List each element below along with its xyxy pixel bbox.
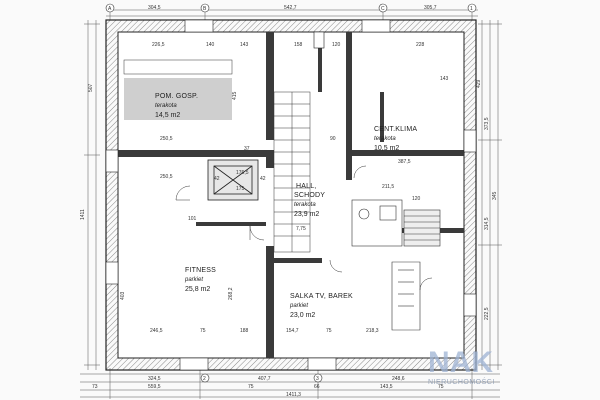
room-name-cent-klima: CENT.KLIMA bbox=[374, 126, 417, 133]
dim-misc: 175 bbox=[236, 186, 245, 192]
right-dimension-lines bbox=[478, 20, 502, 370]
room-area-cent-klima: 10,5 m2 bbox=[374, 145, 399, 152]
bottom-dimension-lines bbox=[80, 368, 500, 399]
room-name-schody: SCHODY bbox=[294, 192, 325, 199]
room-floor-fitness: parkiet bbox=[184, 277, 203, 283]
watermark-brand: NAK bbox=[428, 346, 493, 379]
dim-top-inner: 226,5 bbox=[152, 42, 165, 48]
dim-right: 373,5 bbox=[484, 117, 490, 130]
dim-misc: 211,5 bbox=[382, 184, 394, 190]
dim-misc: 250,5 bbox=[160, 136, 173, 142]
dim-top-outer: 304,5 bbox=[148, 5, 161, 11]
dim-bottom-outer-2: 73 bbox=[92, 384, 98, 390]
dim-bottom-outer-2: 66 bbox=[314, 384, 320, 390]
bathroom-fixtures bbox=[351, 199, 441, 247]
dim-bottom-outer-2: 75 bbox=[438, 384, 444, 390]
dim-bottom-inner: 75 bbox=[326, 328, 332, 334]
dim-bottom-outer: 407,7 bbox=[258, 376, 271, 382]
room-area-hall: 23,9 m2 bbox=[294, 211, 319, 218]
stairs bbox=[273, 91, 311, 253]
room-floor-hall: terakota bbox=[294, 202, 316, 208]
watermark-tagline: NIERUCHOMOŚCI bbox=[428, 377, 495, 386]
counter bbox=[123, 59, 233, 75]
dim-top-inner: 228 bbox=[416, 42, 425, 48]
dim-misc: 415 bbox=[232, 91, 238, 100]
dim-bottom-inner: 154,7 bbox=[286, 328, 299, 334]
dim-bottom-outer-2: 75 bbox=[248, 384, 254, 390]
dim-bottom-outer-2: 559,5 bbox=[148, 384, 161, 390]
grid-marker-label: C bbox=[381, 6, 385, 12]
dim-misc: 268,2 bbox=[228, 287, 234, 300]
door-swings bbox=[175, 165, 433, 291]
dim-bottom-inner: 246,5 bbox=[150, 328, 163, 334]
dim-left: 507 bbox=[88, 83, 94, 92]
shaded-area bbox=[124, 78, 232, 120]
dim-right: 314,5 bbox=[484, 217, 490, 230]
dim-top-inner: 140 bbox=[206, 42, 215, 48]
grid-markers bbox=[105, 3, 477, 383]
dim-right: 222,5 bbox=[484, 307, 490, 320]
grid-marker-label: B bbox=[203, 6, 207, 12]
grid-marker-label: 1 bbox=[470, 6, 473, 12]
dim-left: 1411 bbox=[80, 209, 86, 220]
dim-bottom-inner: 188 bbox=[240, 328, 249, 334]
dim-misc: 387,5 bbox=[398, 159, 411, 165]
room-floor-salka-tv: parkiet bbox=[289, 303, 308, 309]
bar-counter bbox=[391, 261, 421, 331]
dim-top-outer: 305,7 bbox=[424, 5, 437, 11]
dim-bottom-outer: 248,6 bbox=[392, 376, 405, 382]
dim-misc: 120 bbox=[412, 196, 421, 202]
dim-bottom-inner: 75 bbox=[200, 328, 206, 334]
room-area-salka-tv: 23,0 m2 bbox=[290, 312, 315, 319]
watermark-logo: NAK NIERUCHOMOŚCI bbox=[428, 346, 495, 386]
dim-misc: 42 bbox=[260, 176, 266, 182]
room-name-fitness: FITNESS bbox=[185, 267, 216, 274]
room-name-salka-tv: SALKA TV, BAREK bbox=[290, 293, 353, 300]
shaft bbox=[207, 159, 259, 201]
grid-marker-label: 2 bbox=[203, 376, 206, 382]
dim-right: 429 bbox=[476, 79, 482, 88]
room-name-hall: HALL, bbox=[296, 183, 316, 190]
grid-marker-label: 3 bbox=[316, 376, 319, 382]
windows bbox=[105, 19, 477, 371]
dim-top-inner: 143 bbox=[440, 76, 449, 82]
room-floor-pom-gosp: terakota bbox=[155, 103, 177, 109]
dim-top-inner: 158 bbox=[294, 42, 303, 48]
grid-marker-label: A bbox=[108, 6, 112, 12]
room-area-pom-gosp: 14,5 m2 bbox=[155, 112, 180, 119]
dim-misc: 7,75 bbox=[296, 226, 306, 232]
dim-top-inner: 143 bbox=[240, 42, 249, 48]
dim-top-inner: 120 bbox=[332, 42, 341, 48]
dim-misc: 403 bbox=[120, 291, 126, 300]
dim-misc: 250,5 bbox=[160, 174, 173, 180]
dim-top-outer: 542,7 bbox=[284, 5, 297, 11]
dim-bottom-inner: 218,3 bbox=[366, 328, 379, 334]
dim-bottom-outer-2: 143,5 bbox=[380, 384, 393, 390]
dim-bottom-outer: 324,5 bbox=[148, 376, 161, 382]
dim-misc: 101 bbox=[188, 216, 197, 222]
dim-misc: 37 bbox=[244, 146, 250, 152]
dim-right: 345 bbox=[492, 191, 498, 200]
room-name-pom-gosp: POM. GOSP. bbox=[155, 93, 198, 100]
dim-misc: 42 bbox=[214, 176, 220, 182]
dim-misc: 90 bbox=[330, 136, 336, 142]
room-area-fitness: 25,8 m2 bbox=[185, 286, 210, 293]
dim-misc: 176,5 bbox=[236, 170, 249, 176]
room-floor-cent-klima: terakota bbox=[374, 136, 396, 142]
left-dimension-lines bbox=[84, 20, 100, 370]
dim-bottom-total: 1411,3 bbox=[286, 392, 301, 398]
